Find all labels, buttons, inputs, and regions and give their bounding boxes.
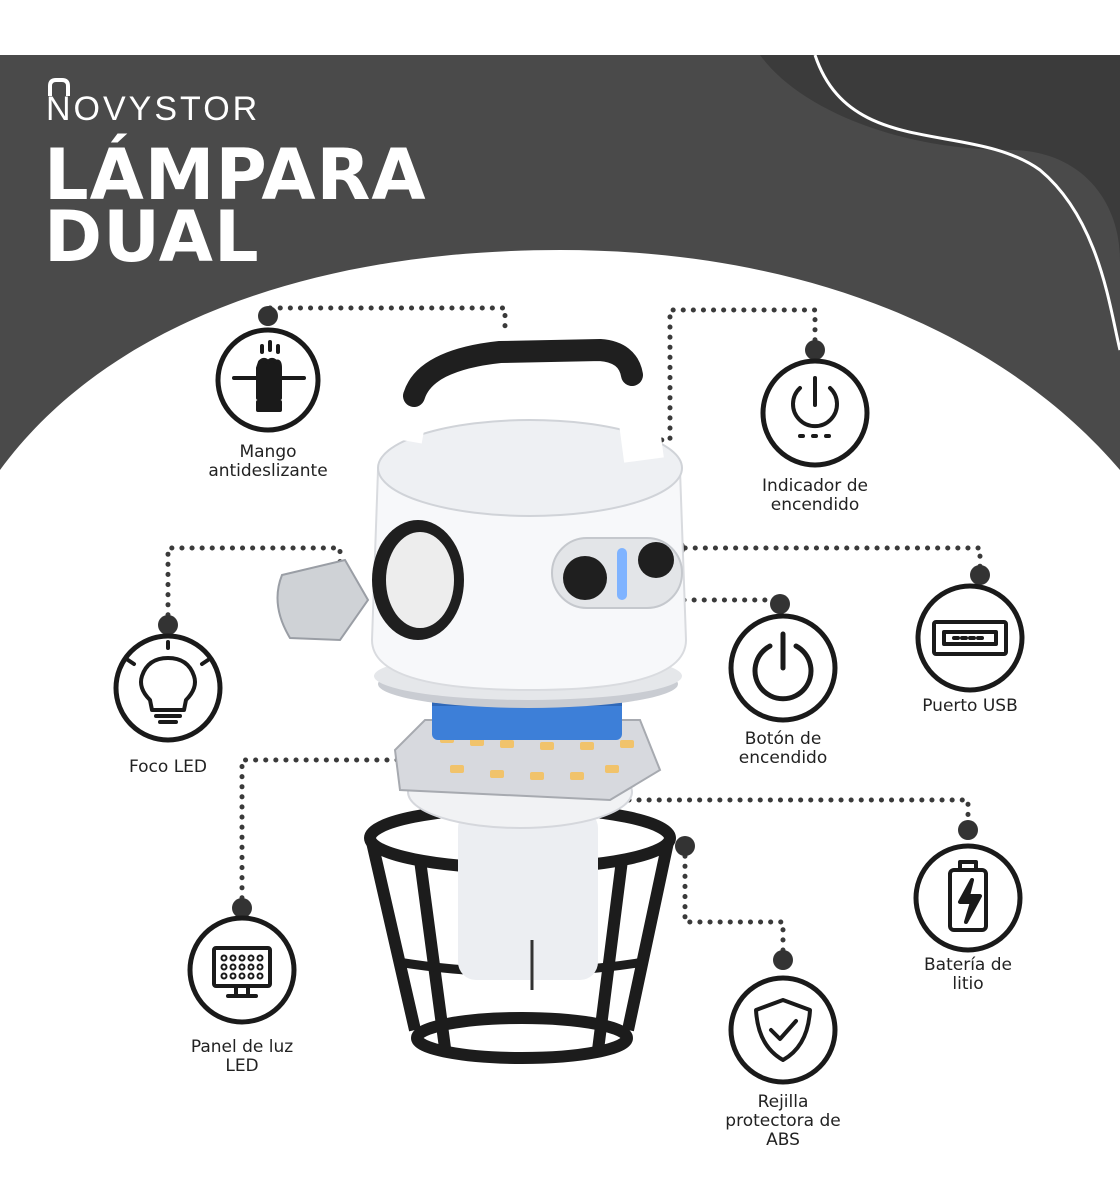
connector-dot [675,836,695,856]
header-background [0,55,1120,470]
led-bulb-icon [126,640,210,724]
icon-circle-grid [728,975,838,1085]
connector-dot [158,615,178,635]
connector-handle [265,305,508,351]
brand-logo-mark [48,78,70,96]
label-grid: Rejilla protectora de ABS [725,1092,841,1150]
light-tube [458,810,598,980]
label-usb: Puerto USB [922,696,1018,716]
connector-dot [805,340,825,360]
page-title-line2: DUAL [44,196,260,278]
connector-dot [773,950,793,970]
label-battery: Batería de litio [924,955,1012,994]
led-panel-icon [212,946,272,998]
connector-usb [672,545,983,578]
connector-dot [232,898,252,918]
power-button [563,556,607,600]
usb-port [638,542,674,578]
lamp-top [377,419,683,517]
shield-check-icon [754,998,812,1062]
hand-grip-icon [232,340,306,412]
icon-circle-indicator [760,358,870,468]
brand-name: NOVYSTOR [46,90,261,128]
label-focus: Foco LED [128,757,208,777]
connector-dot [258,306,278,326]
lamp-illustration [276,330,688,1064]
connector-indicator [619,307,818,543]
page-title-line1: LÁMPARA [44,134,427,216]
connector-dot [958,820,978,840]
connector-panel [239,757,435,911]
power-indicator-icon [791,376,839,438]
header-curve-line [813,54,1120,351]
label-indicator: Indicador de encendido [762,476,868,515]
power-indicator-light [617,548,627,600]
battery-icon [948,860,988,932]
label-button: Botón de encendido [738,729,828,768]
label-panel: Panel de luz LED [190,1037,294,1076]
led-focus [276,558,370,642]
power-button-icon [752,631,814,702]
connector-dot [770,594,790,614]
connector-grid [682,843,786,963]
connector-dot [970,565,990,585]
usb-port-icon [932,620,1008,656]
label-handle: Mango antideslizante [208,442,328,481]
icon-circle-focus [113,633,223,743]
